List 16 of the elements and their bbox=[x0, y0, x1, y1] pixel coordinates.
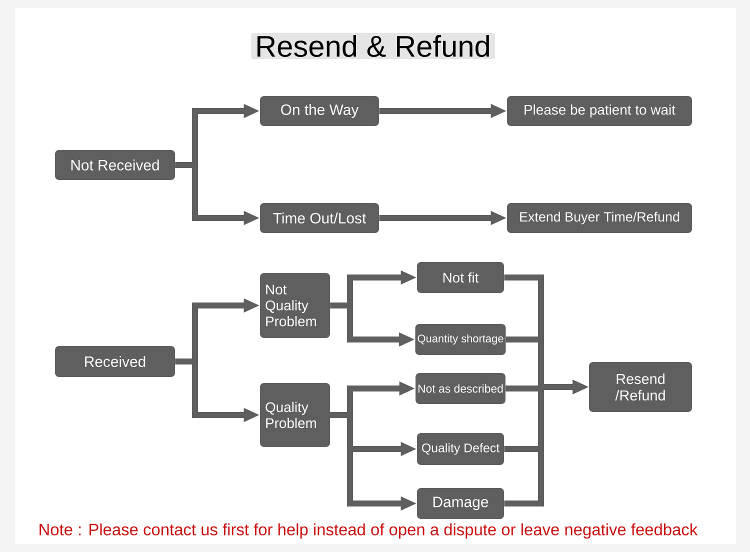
process-box: Quality Defect bbox=[417, 433, 504, 465]
process-box: Please be patient to wait bbox=[507, 96, 692, 126]
process-box: On the Way bbox=[260, 96, 379, 126]
process-box: Resend /Refund bbox=[589, 362, 692, 412]
process-box: Not Received bbox=[55, 150, 175, 180]
process-box: Quantity shortage bbox=[415, 324, 506, 355]
title: Resend & Refund bbox=[251, 33, 495, 59]
process-box: Not Quality Problem bbox=[260, 273, 330, 338]
process-box: Quality Problem bbox=[260, 383, 330, 447]
process-box: Time Out/Lost bbox=[260, 203, 379, 233]
process-box: Damage bbox=[417, 488, 504, 519]
process-box: Extend Buyer Time/Refund bbox=[507, 203, 692, 233]
process-box: Received bbox=[55, 346, 175, 377]
process-box: Not as described bbox=[416, 373, 506, 404]
note: Note : Please contact us first for help instead of open a dispute or leave negative feedback bbox=[40, 523, 698, 539]
process-box: Not fit bbox=[417, 262, 504, 293]
